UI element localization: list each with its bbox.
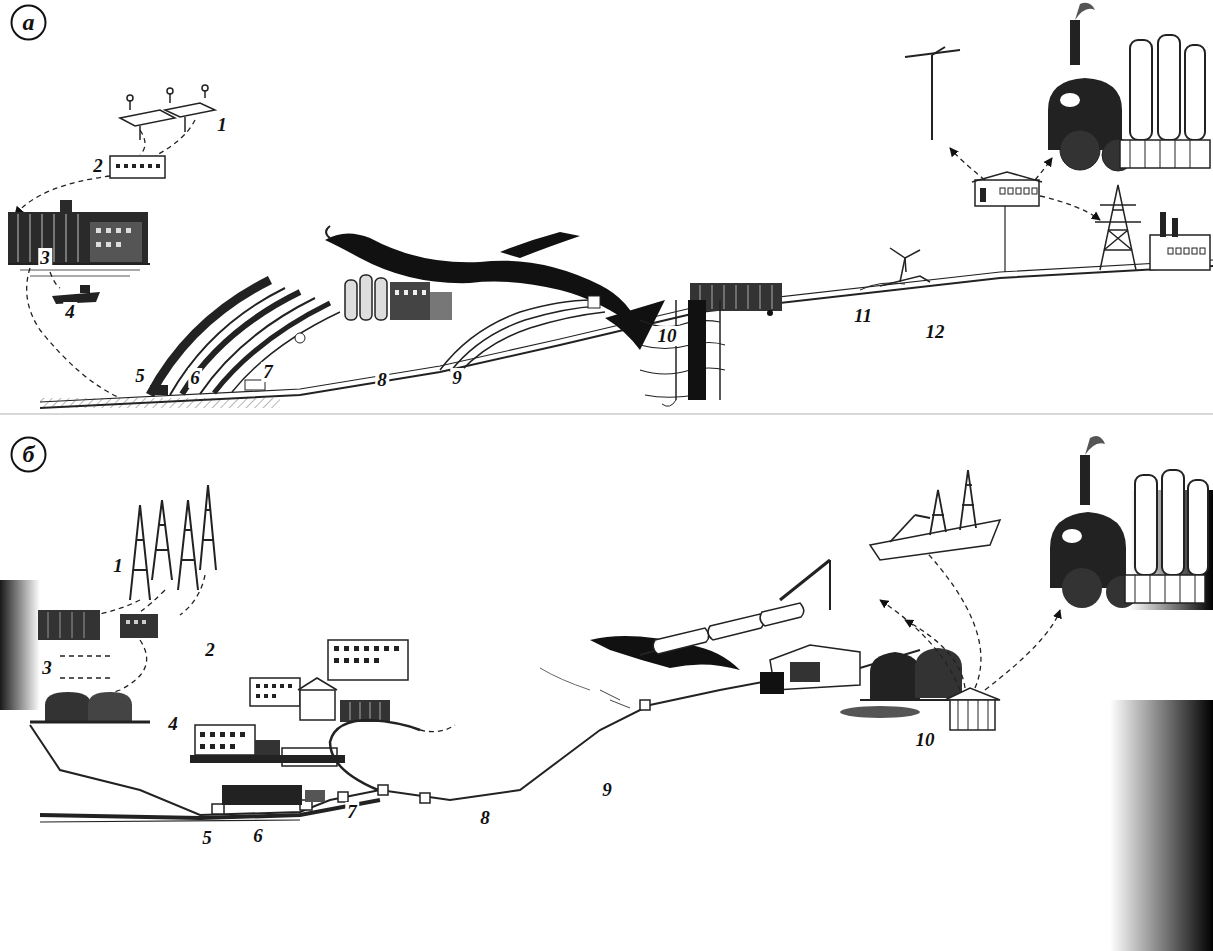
callout-number: 7: [261, 362, 275, 382]
callout-number: 3: [38, 248, 52, 268]
callout-number: 5: [133, 366, 147, 386]
callout-number: 10: [914, 730, 937, 750]
callout-number: 2: [203, 640, 217, 660]
callout-number: 8: [375, 370, 389, 390]
callout-number: 10: [656, 326, 679, 346]
callout-number: 5: [200, 828, 214, 848]
callout-number: 6: [188, 368, 202, 388]
callout-number: 11: [852, 306, 874, 326]
panel-letter: б: [23, 441, 35, 468]
callout-number: 8: [478, 808, 492, 828]
panel-marker: б: [10, 436, 47, 473]
callout-number: 12: [924, 322, 947, 342]
callout-number: 6: [251, 826, 265, 846]
panel-letter: а: [23, 9, 35, 36]
panel-marker: а: [10, 4, 47, 41]
callout-number: 9: [450, 368, 464, 388]
callout-number: 4: [63, 302, 77, 322]
callout-number: 3: [40, 658, 54, 678]
callout-number: 1: [111, 556, 125, 576]
callout-number: 2: [91, 156, 105, 176]
callout-number: 1: [215, 115, 229, 135]
callout-number: 7: [345, 802, 359, 822]
callout-number: 9: [600, 780, 614, 800]
callout-number: 4: [166, 714, 180, 734]
